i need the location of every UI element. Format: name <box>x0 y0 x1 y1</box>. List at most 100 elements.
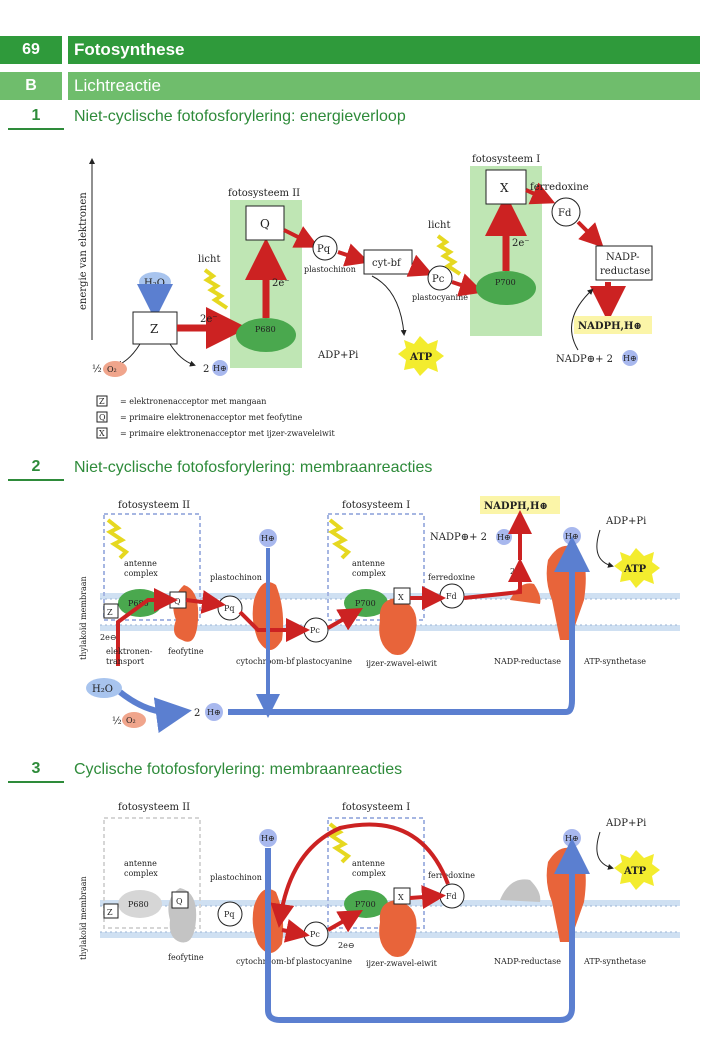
o2-label: O₂ <box>107 365 117 374</box>
ps2-label: fotosysteem II <box>228 188 300 199</box>
two-h-label: 2 <box>203 364 209 375</box>
plastochinon-label: plastochinon <box>304 265 356 274</box>
pq-circle <box>312 235 338 261</box>
nadph-box-1 <box>574 316 652 334</box>
o2-label-2: O₂ <box>126 716 136 725</box>
h2o-label: H₂O <box>144 278 165 289</box>
subsection-2-title: Niet-cyclische fotofosforylering: membra… <box>74 459 433 476</box>
ps2-label-3: fotosysteem II <box>118 802 190 813</box>
h-label-5: H⊕ <box>565 532 579 541</box>
p700-ellipse <box>476 271 536 305</box>
y-axis-label: energie van elektronen <box>78 192 89 310</box>
p680-label: P680 <box>255 325 276 334</box>
antenne-label-2a: antenne <box>124 559 157 568</box>
plastocyanine-label-2: plastocyanine <box>296 657 352 666</box>
pc-circle <box>427 265 453 291</box>
chapter-header: 69 Fotosynthese <box>0 36 700 64</box>
p680-label-2: P680 <box>128 599 149 608</box>
ferredoxine-label-3: ferredoxine <box>428 871 475 880</box>
antenne-label-2b: antenne <box>352 559 385 568</box>
h-label-6: H⊕ <box>207 708 221 717</box>
section-header: B Lichtreactie <box>0 72 700 100</box>
plastochinon-label-3: plastochinon <box>210 873 262 882</box>
subsection-1-header: 1 Niet-cyclische fotofosforylering: ener… <box>0 104 700 132</box>
ps1-label-2: fotosysteem I <box>342 500 410 511</box>
pc-label: Pc <box>432 274 445 285</box>
licht-label-2: licht <box>428 220 450 231</box>
h-label-7: H⊕ <box>261 834 275 843</box>
e2-label-1: 2e⁻ <box>200 314 218 325</box>
z-label-3: Z <box>107 908 113 917</box>
complex-label-3a: complex <box>124 869 158 878</box>
ps1-label: fotosysteem I <box>472 154 540 165</box>
cytochroom-label-2: cytochroom-bf <box>236 657 296 666</box>
nadp-reductase-box <box>595 245 653 281</box>
legend-x-key: X <box>99 429 105 438</box>
nadp-reductase-label-3: NADP-reductase <box>494 957 561 966</box>
atp-star-2 <box>614 548 660 588</box>
h-label-1: H⊕ <box>213 364 227 373</box>
nadp-reductase-label-1: NADP- <box>606 252 640 263</box>
z-label-2: Z <box>107 608 113 617</box>
h-label-3: H⊕ <box>497 533 511 542</box>
thylakoid-label-2: thylakoïd membraan <box>79 576 88 660</box>
z-box <box>132 311 178 345</box>
complex-label-2b: complex <box>352 569 386 578</box>
legend-z-key: Z <box>99 397 105 406</box>
atp-synthetase-label-2: ATP-synthetase <box>583 657 646 666</box>
pc-label-2: Pc <box>310 626 320 635</box>
antenne-label-3b: antenne <box>352 859 385 868</box>
subsection-1-number: 1 <box>8 104 64 130</box>
ferredoxine-label: ferredoxine <box>530 182 589 193</box>
x-box <box>485 169 527 205</box>
h2o-label-2: H₂O <box>92 684 113 695</box>
adp-label-2: ADP+Pi <box>605 516 646 527</box>
q-label: Q <box>260 217 270 231</box>
nadph-label-1: NADPH,H⊕ <box>578 321 642 332</box>
ijzer-label-2: ijzer-zwavel-eiwit <box>366 659 438 668</box>
subsection-3-number: 3 <box>8 757 64 783</box>
atp-star-1 <box>398 336 444 376</box>
subsection-3-title: Cyclische fotofosforylering: membraanrea… <box>74 761 403 778</box>
ijzer-label-3: ijzer-zwavel-eiwit <box>366 959 438 968</box>
feofytine-label-2: feofytine <box>168 647 204 656</box>
membrane-diagram-noncyclic: thylakoïd membraan fotosysteem II fotosy… <box>79 496 680 734</box>
licht-label-1: licht <box>198 254 220 265</box>
fd-label-3: Fd <box>446 892 457 901</box>
legend-q-key: Q <box>99 413 106 422</box>
thylakoid-label-3: thylakoïd membraan <box>79 876 88 960</box>
fd-label: Fd <box>558 208 572 219</box>
plastocyanine-label-3: plastocyanine <box>296 957 352 966</box>
plastochinon-label-2: plastochinon <box>210 573 262 582</box>
nadp-in-label-2: NADP⊕+ 2 <box>430 532 487 543</box>
pq-label-2: Pq <box>224 604 235 613</box>
subsection-2-number: 2 <box>8 455 64 481</box>
section-title: Lichtreactie <box>74 76 161 95</box>
ferredoxine-label-2: ferredoxine <box>428 573 475 582</box>
chapter-title: Fotosynthese <box>74 40 185 59</box>
pq-label-3: Pq <box>224 910 235 919</box>
ps1-label-3: fotosysteem I <box>342 802 410 813</box>
p680-label-3: P680 <box>128 900 149 909</box>
e2-label-2a: 2e⊖ <box>100 633 117 642</box>
cytbf-box <box>363 249 413 275</box>
chapter-number: 69 <box>22 41 40 58</box>
subsection-3-header: 3 Cyclische fotofosforylering: membraanr… <box>0 757 700 785</box>
fd-circle <box>551 197 581 227</box>
adp-label-1: ADP+Pi <box>317 350 358 361</box>
transport-label: transport <box>106 657 145 666</box>
h-label-4: H⊕ <box>261 534 275 543</box>
legend-x-text: = primaire elektronenacceptor met ijzer-… <box>120 429 335 438</box>
atp-star-3 <box>614 850 660 890</box>
fd-label-2: Fd <box>446 592 457 601</box>
p700-label: P700 <box>495 278 516 287</box>
h-label-2: H⊕ <box>623 354 637 363</box>
e2-label-3: 2e⊖ <box>338 941 355 950</box>
two-h-label-2: 2 <box>194 708 200 719</box>
x-label: X <box>500 181 509 195</box>
e2-label-3: 2e⁻ <box>512 238 530 249</box>
atp-label-3: ATP <box>623 866 647 877</box>
atp-synthetase-label-3: ATP-synthetase <box>583 957 646 966</box>
q-box <box>245 205 285 241</box>
half-label: ½ <box>92 364 102 375</box>
